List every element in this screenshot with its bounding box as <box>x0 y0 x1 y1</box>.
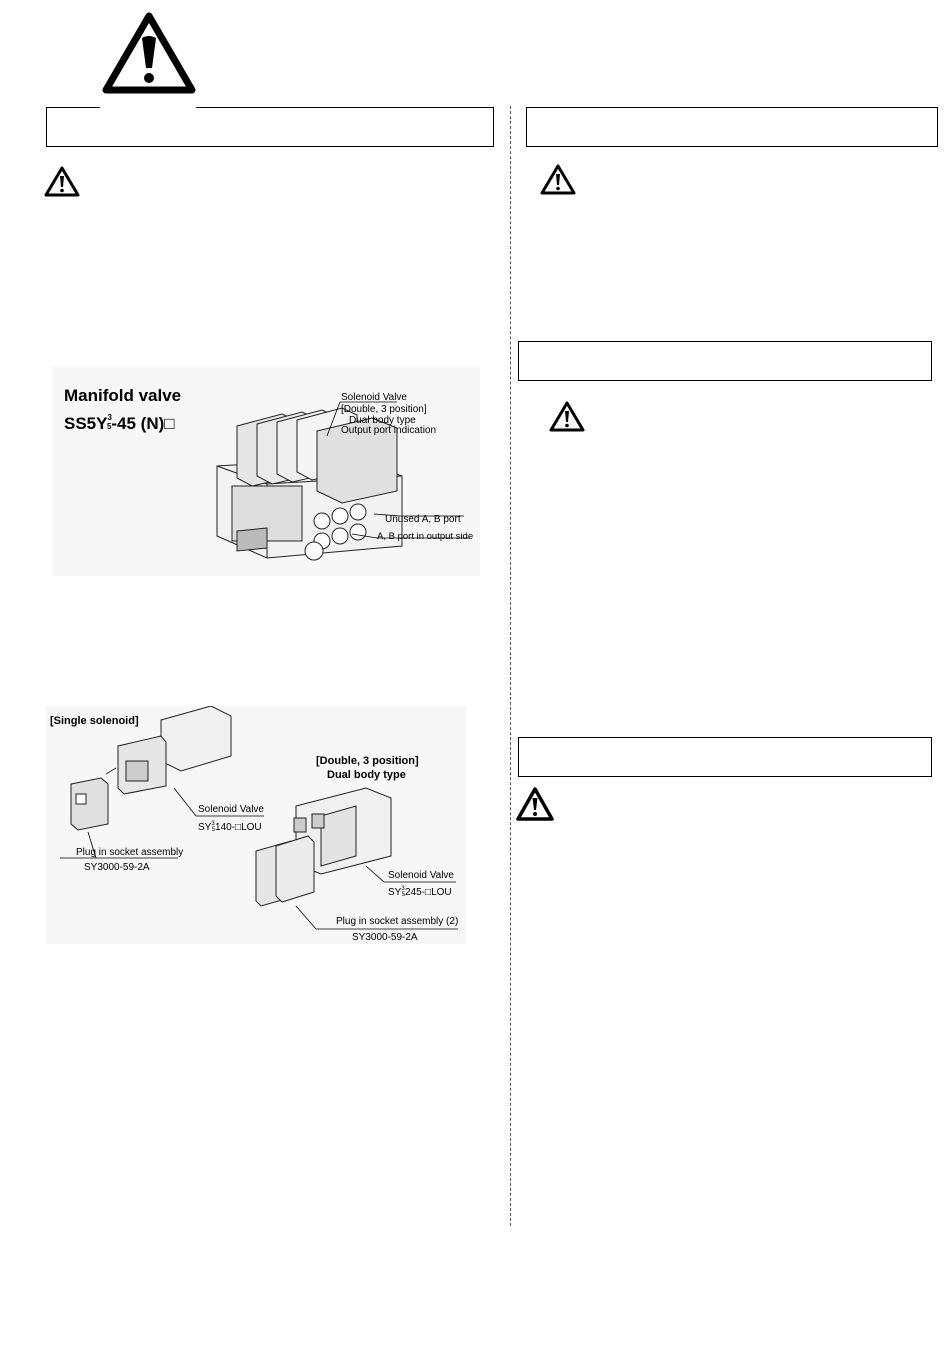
single-plug-label: Plug in socket assembly <box>76 847 183 858</box>
manifold-callouts <box>326 401 470 539</box>
right-warning-icon-2 <box>549 400 585 433</box>
callout-ab-port-output-side: A, B port in output side <box>377 531 473 542</box>
right-section-header-box <box>526 107 938 147</box>
solenoid-socket-figure: [Single solenoid] [Double, 3 position] D… <box>46 705 466 944</box>
single-solenoid-drawing <box>70 705 232 831</box>
callout-dual-body-type: Dual body type <box>349 415 416 426</box>
double-solenoid-label: Solenoid Valve <box>388 870 454 881</box>
column-divider <box>510 106 511 1226</box>
header-warning-icon <box>102 12 196 94</box>
left-warning-icon <box>44 165 80 198</box>
single-solenoid-heading: [Single solenoid] <box>50 715 139 727</box>
figure2-callouts <box>60 787 458 930</box>
callout-solenoid-valve: Solenoid Valve <box>341 392 407 403</box>
header-box-gap <box>100 104 196 110</box>
double-plug-model: SY3000-59-2A <box>352 932 418 943</box>
right-section-box-2 <box>518 341 932 381</box>
callout-unused-ab-port: Unused A, B port <box>385 514 461 525</box>
manifold-drawing <box>216 407 403 561</box>
right-section-box-3 <box>518 737 932 777</box>
double-plug-label: Plug in socket assembly (2) <box>336 916 458 927</box>
double-heading-line2: Dual body type <box>327 769 406 781</box>
manifold-title: Manifold valve <box>64 386 181 405</box>
left-section-header-box <box>46 107 494 147</box>
single-solenoid-label: Solenoid Valve <box>198 804 264 815</box>
callout-double-3-position: [Double, 3 position] <box>341 404 427 415</box>
callout-output-port-indication: Output port indication <box>341 425 436 436</box>
double-solenoid-drawing <box>255 787 392 907</box>
double-heading-line1: [Double, 3 position] <box>316 755 419 767</box>
right-warning-icon-3 <box>515 786 555 822</box>
right-warning-icon-1 <box>540 163 576 196</box>
single-plug-model: SY3000-59-2A <box>84 862 150 873</box>
